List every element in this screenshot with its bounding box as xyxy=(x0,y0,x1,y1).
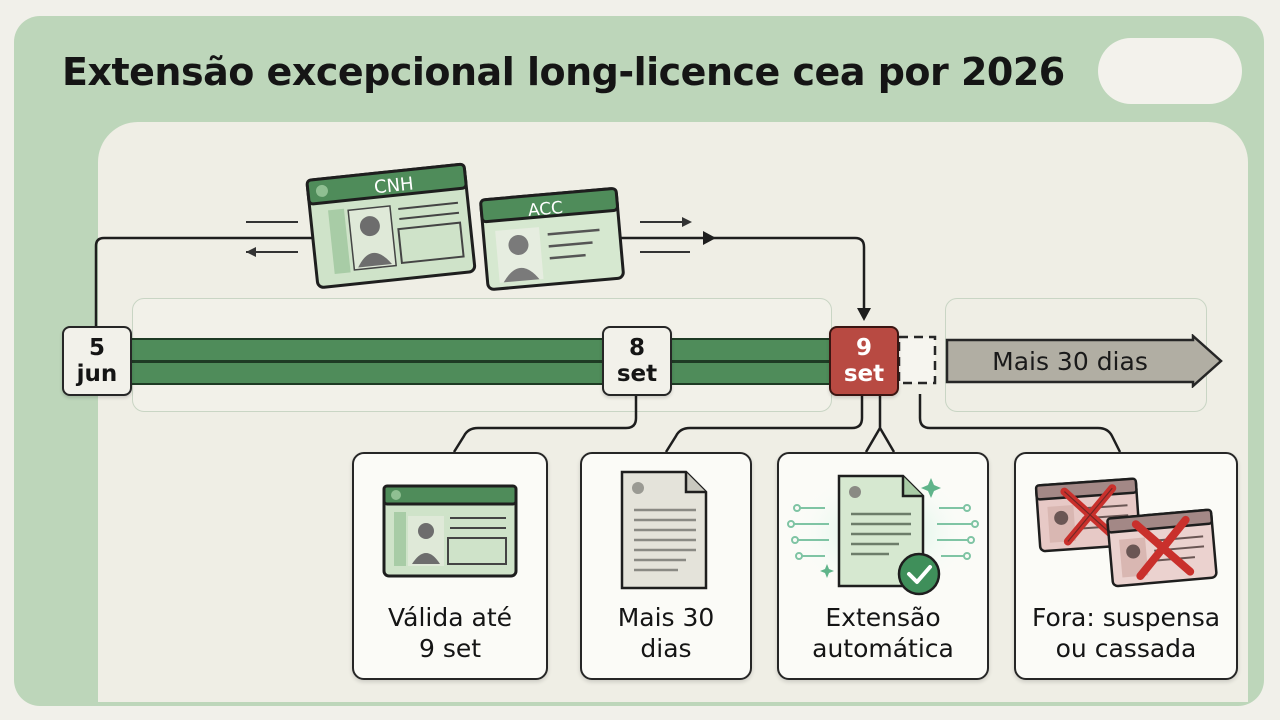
document-check-icon xyxy=(787,468,979,596)
page-title: Extensão excepcional long-licence cea po… xyxy=(62,50,1065,94)
date-start-day: 5 xyxy=(88,335,105,361)
cancelled-licenses-icon xyxy=(1034,477,1218,588)
date-deadline-day: 9 xyxy=(855,335,872,361)
date-deadline: 9 set xyxy=(829,326,899,396)
date-middle: 8 set xyxy=(602,326,672,396)
date-deadline-month: set xyxy=(843,361,885,387)
decorative-pill xyxy=(1098,38,1242,104)
license-card-icon xyxy=(382,484,518,578)
date-start: 5 jun xyxy=(62,326,132,396)
timeline-track-bottom xyxy=(118,361,852,385)
acc-label: ACC xyxy=(527,198,564,221)
date-middle-day: 8 xyxy=(628,335,645,361)
cnh-card-icon xyxy=(305,162,477,289)
acc-card-icon xyxy=(479,187,625,291)
date-middle-month: set xyxy=(616,361,658,387)
extension-arrow-icon xyxy=(945,334,1223,388)
cnh-label: CNH xyxy=(373,173,415,198)
document-icon xyxy=(620,470,708,590)
extension-label: Mais 30 dias xyxy=(992,346,1148,376)
date-start-month: jun xyxy=(76,361,118,387)
